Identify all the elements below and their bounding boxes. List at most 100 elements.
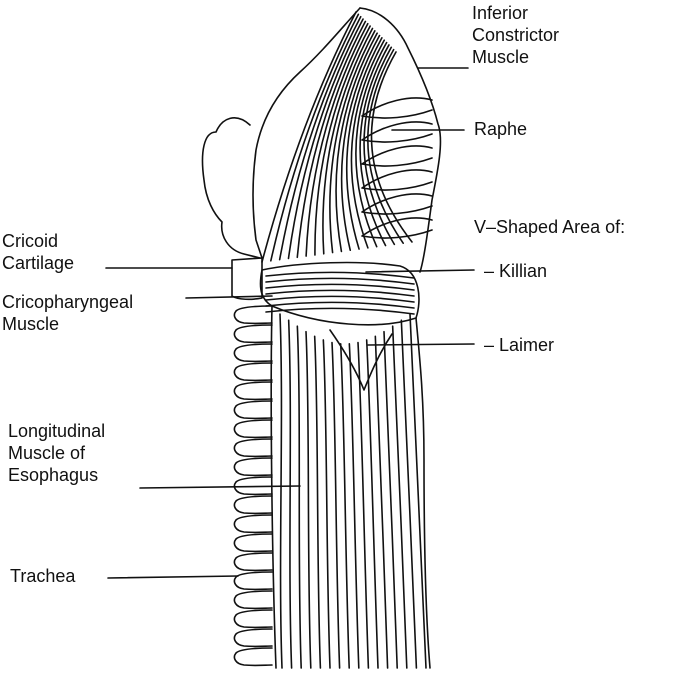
label-cricoid-line2: Cartilage	[2, 253, 75, 273]
trachea-ring	[233, 647, 273, 667]
cricoid-cartilage-outline	[231, 257, 263, 301]
cricopharyngeal-fiber	[265, 307, 415, 315]
trachea-ring	[233, 457, 273, 477]
label-longitudinal-line2: Muscle of	[8, 443, 86, 463]
constrictor-fiber	[296, 20, 367, 259]
label-killian: – Killian	[484, 261, 548, 281]
cricopharyngeal-fiber	[265, 271, 415, 279]
trachea-ring	[233, 590, 273, 610]
trachea-ring	[233, 381, 273, 401]
raphe-lobe	[361, 217, 433, 239]
raphe-lobe	[361, 97, 433, 119]
raphe-lobe	[361, 121, 433, 143]
constrictor-fiber	[355, 41, 388, 248]
label-cricopharyngeal-line1: Cricopharyngeal	[2, 292, 134, 312]
constrictor-fiber	[261, 11, 357, 263]
cricopharyngeal-fibers	[265, 271, 415, 315]
trachea-ring	[233, 609, 273, 629]
trachea-ring	[233, 400, 273, 420]
longitudinal-fiber	[391, 325, 408, 669]
longitudinal-fibers	[279, 313, 427, 669]
label-cricopharyngeal-line2: Muscle	[2, 314, 60, 334]
longitudinal-fiber	[374, 335, 389, 669]
trachea-ring	[233, 343, 273, 363]
label-inferior-constrictor-line3: Muscle	[472, 47, 530, 67]
inferior-constrictor-outline	[359, 7, 442, 273]
longitudinal-fiber	[313, 335, 322, 669]
constrictor-fiber	[305, 22, 369, 257]
trachea-ring	[233, 305, 273, 325]
label-longitudinal-muscle: Longitudinal Muscle of Esophagus	[8, 420, 105, 486]
leader-laimer	[367, 343, 475, 346]
trachea-ring	[233, 533, 273, 553]
inferior-constrictor-left-edge	[252, 7, 361, 259]
raphe-lobe	[361, 169, 433, 191]
constrictor-fibers	[261, 11, 413, 263]
constrictor-fiber	[329, 30, 376, 254]
label-longitudinal-line3: Esophagus	[8, 465, 99, 485]
label-laimer: – Laimer	[484, 335, 555, 355]
trachea-ring	[233, 476, 273, 496]
longitudinal-fiber	[331, 341, 341, 669]
trachea-ring	[233, 419, 273, 439]
constrictor-fiber	[278, 15, 362, 261]
longitudinal-fiber	[383, 330, 398, 669]
leader-trachea	[107, 575, 239, 579]
raphe-lobe	[361, 193, 433, 215]
label-longitudinal-line1: Longitudinal	[8, 421, 106, 441]
trachea-ring	[233, 628, 273, 648]
longitudinal-fiber	[348, 343, 360, 669]
leader-longitudinal	[139, 485, 301, 489]
trachea-rings	[233, 305, 273, 667]
label-inferior-constrictor-line1: Inferior	[472, 3, 529, 23]
raphe-lobes	[361, 97, 433, 239]
constrictor-fiber	[345, 37, 383, 250]
constrictor-fiber	[322, 27, 374, 255]
cricopharyngeal-fiber	[265, 295, 415, 303]
trachea-ring	[233, 438, 273, 458]
longitudinal-fiber	[400, 319, 418, 669]
label-v-shaped-area: V–Shaped Area of:	[474, 217, 626, 237]
esophagus-left-edge	[270, 305, 277, 669]
label-inferior-constrictor: Inferior Constrictor Muscle	[472, 2, 559, 68]
constrictor-fiber	[363, 46, 396, 246]
cricopharyngeal-fiber	[265, 289, 415, 297]
constrictor-fiber	[340, 34, 381, 252]
thyroid-cartilage-outline	[201, 117, 261, 259]
constrictor-fiber	[287, 18, 364, 260]
trachea-ring	[233, 552, 273, 572]
longitudinal-fiber	[322, 339, 331, 669]
label-raphe: Raphe	[474, 119, 528, 139]
trachea-ring	[233, 571, 273, 591]
cricopharyngeal-fiber	[265, 277, 415, 285]
label-cricopharyngeal-muscle: Cricopharyngeal Muscle	[2, 291, 133, 335]
constrictor-fiber	[350, 39, 386, 249]
laimer-area-outline	[329, 329, 393, 391]
constrictor-fiber	[270, 13, 360, 262]
leader-cricopharyngeal	[185, 295, 273, 299]
longitudinal-fiber	[305, 330, 312, 669]
trachea-ring	[233, 495, 273, 515]
leader-killian	[365, 269, 475, 273]
longitudinal-fiber	[296, 325, 302, 669]
longitudinal-fiber	[287, 319, 293, 669]
longitudinal-fiber	[409, 313, 427, 669]
trachea-ring	[233, 514, 273, 534]
longitudinal-fiber	[357, 341, 370, 669]
label-trachea: Trachea	[10, 566, 76, 586]
label-inferior-constrictor-line2: Constrictor	[472, 25, 560, 45]
longitudinal-fiber	[339, 343, 350, 669]
cricopharyngeal-fiber	[265, 283, 415, 291]
constrictor-fiber	[370, 51, 413, 243]
trachea-ring	[233, 324, 273, 344]
constrictor-fiber	[335, 32, 378, 253]
constrictor-fiber	[367, 48, 404, 244]
cricopharyngeal-fiber	[265, 301, 415, 309]
trachea-ring	[233, 362, 273, 382]
label-cricoid-line1: Cricoid	[2, 231, 59, 251]
constrictor-fiber	[359, 44, 390, 247]
constrictor-fiber	[314, 25, 371, 256]
label-cricoid-cartilage: Cricoid Cartilage	[2, 230, 74, 274]
esophagus-right-edge	[415, 317, 431, 669]
